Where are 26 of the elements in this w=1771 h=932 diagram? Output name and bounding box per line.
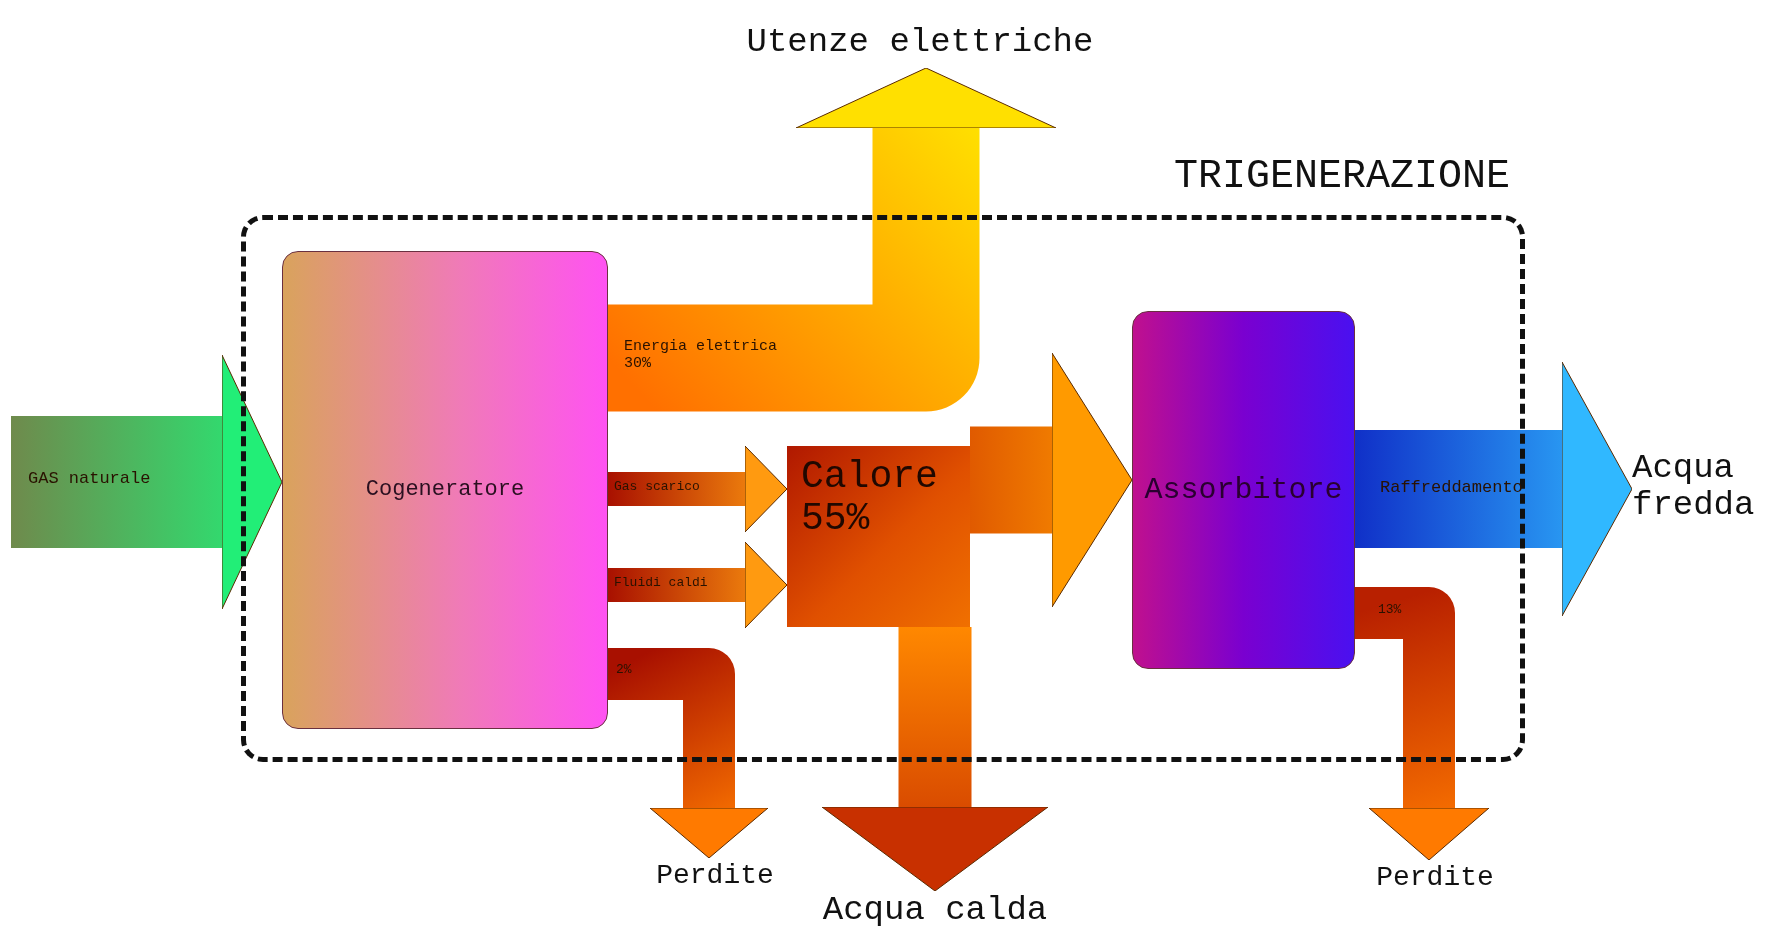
output-label: Utenze elettriche — [746, 24, 1094, 62]
flow-arrow — [1355, 361, 1633, 617]
output-label: Perdite — [1376, 862, 1494, 894]
edge-label: 13% — [1378, 603, 1402, 618]
flow-arrow — [608, 541, 788, 629]
flow-arrow — [608, 648, 769, 859]
box-label: Assorbitore — [1144, 473, 1343, 507]
group-title: TRIGENERAZIONE — [1173, 154, 1510, 199]
process-box — [282, 251, 608, 729]
flow-arrow — [608, 445, 788, 533]
output-label: Perdite — [656, 860, 774, 892]
edge-label: 2% — [616, 663, 632, 678]
process-box — [1132, 311, 1355, 669]
edge-label: Fluidi caldi — [614, 576, 708, 591]
flow-arrow — [11, 354, 283, 610]
edge-label: GAS naturale — [28, 469, 151, 489]
box-label: Calore 55% — [801, 456, 939, 540]
edge-label: Energia elettrica 30% — [624, 338, 779, 373]
edge-label: Raffreddamento — [1380, 478, 1523, 498]
flow-arrow — [970, 352, 1133, 608]
box-label: Cogeneratore — [365, 477, 525, 503]
heat-block — [787, 446, 970, 627]
flow-arrow — [1355, 587, 1490, 861]
output-label: Acqua calda — [822, 892, 1048, 930]
output-label: Acqua fredda — [1632, 449, 1756, 525]
edge-label: Gas scarico — [614, 480, 700, 495]
